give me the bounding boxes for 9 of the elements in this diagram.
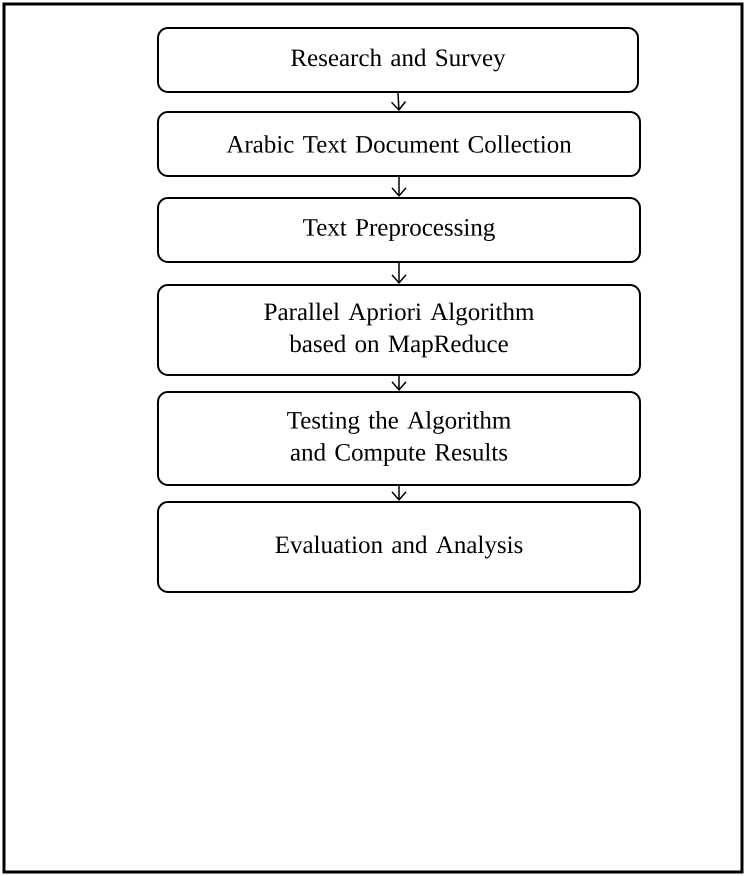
process-box: Testing the Algorithm and Compute Results [157, 391, 641, 486]
process-box: Text Preprocessing [157, 197, 641, 263]
arrow [390, 92, 406, 111]
process-box: Research and Survey [157, 27, 639, 93]
arrow [391, 177, 407, 197]
process-box: Arabic Text Document Collection [157, 111, 641, 177]
process-box: Evaluation and Analysis [157, 501, 641, 593]
process-box: Parallel Apriori Algorithm based on MapReduce [157, 284, 641, 376]
arrow [391, 263, 407, 284]
